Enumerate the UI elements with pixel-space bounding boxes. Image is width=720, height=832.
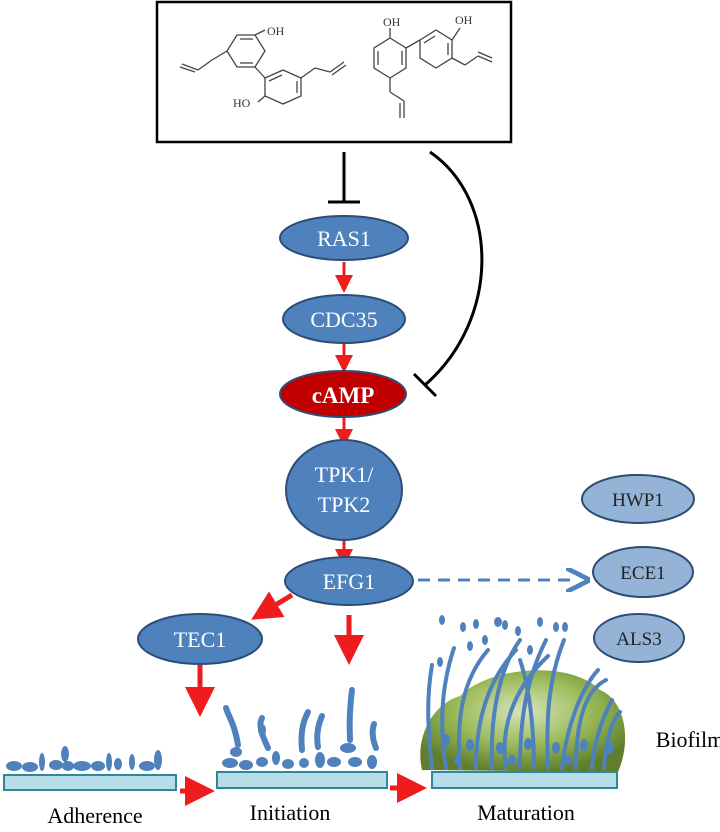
arrow-efg1-tec1: [251, 591, 294, 620]
target-als3-label: ALS3: [616, 629, 661, 650]
inhibition-bar-camp: [412, 372, 438, 398]
compound-structures-box: OH HO OH: [155, 0, 513, 144]
initiation-surface: [216, 771, 388, 789]
adherence-label: Adherence: [47, 803, 142, 827]
adherence-surface: [3, 774, 177, 791]
oh-label-4: OH: [455, 13, 473, 27]
large-red-arrows: [180, 591, 427, 806]
target-ece1-label: ECE1: [620, 563, 665, 584]
node-efg1-label: EFG1: [323, 569, 376, 594]
initiation-label: Initiation: [250, 800, 331, 825]
molecule-2-structure: [373, 27, 493, 118]
initiation-hyphae: [223, 687, 379, 753]
maturation-surface: [431, 771, 618, 789]
target-hwp1-label: HWP1: [612, 490, 664, 511]
node-cdc35: CDC35: [282, 294, 406, 344]
node-tpk-label-1: TPK1/: [315, 462, 375, 487]
oh-label-1: OH: [267, 24, 285, 38]
biofilm-label: Biofilm: [656, 727, 720, 752]
inhibition-lines: [328, 150, 484, 398]
maturation-cells: [437, 615, 614, 765]
oh-label-3: OH: [383, 15, 401, 29]
node-cdc35-label: CDC35: [310, 307, 377, 332]
node-tpk: TPK1/ TPK2: [285, 439, 403, 541]
maturation-label: Maturation: [477, 800, 575, 825]
adherence-cells: [6, 746, 162, 772]
maturation-hyphae: [426, 638, 622, 770]
node-tec1: TEC1: [137, 613, 263, 665]
node-tpk-label-2: TPK2: [318, 492, 371, 517]
inhibition-curve-camp: [424, 150, 484, 387]
node-camp: cAMP: [279, 370, 407, 418]
node-camp-label: cAMP: [312, 383, 375, 408]
target-hwp1: HWP1: [581, 474, 695, 524]
node-tec1-label: TEC1: [174, 627, 227, 652]
target-als3: ALS3: [593, 613, 685, 663]
initiation-cells: [222, 724, 377, 770]
node-efg1: EFG1: [284, 556, 414, 606]
node-ras1-label: RAS1: [317, 226, 371, 251]
initiation-stage: Initiation: [216, 687, 388, 825]
adherence-stage: Adherence: [3, 746, 177, 828]
ho-label-2: HO: [233, 96, 251, 110]
node-ras1: RAS1: [279, 215, 409, 261]
maturation-stage: Maturation Biofilm: [420, 615, 720, 825]
molecule-1-structure: [179, 29, 347, 105]
target-ece1: ECE1: [592, 546, 694, 598]
